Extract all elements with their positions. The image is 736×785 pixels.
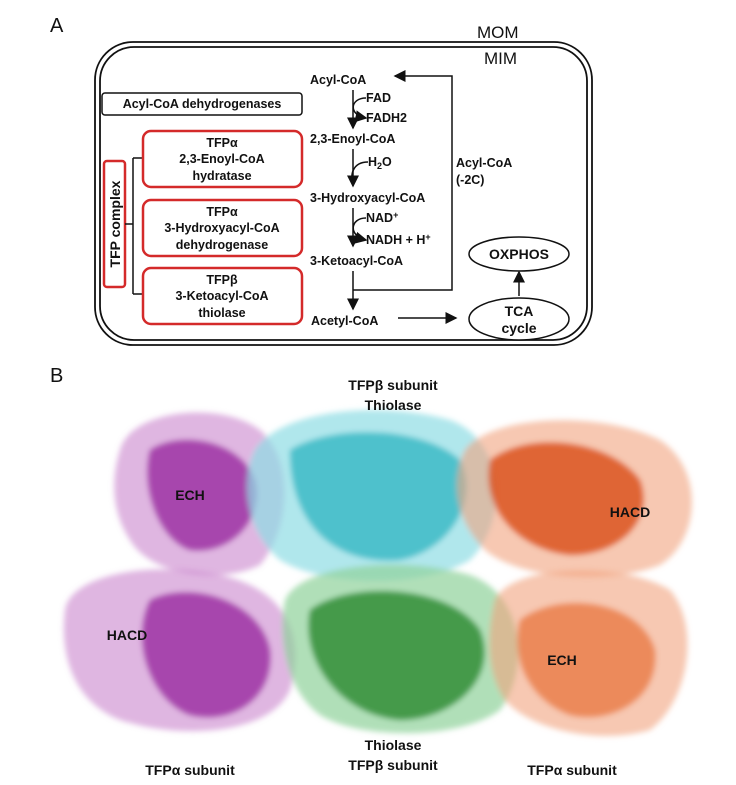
enzyme-dehydrogenase: TFPα 3-Hydroxyacyl-CoA dehydrogenase: [141, 198, 304, 258]
svg-text:hydratase: hydratase: [192, 169, 251, 183]
tfp-bracket: [125, 157, 143, 295]
protein-structure: [63, 410, 692, 736]
h2o: H2O: [368, 155, 392, 171]
ketoacyl-coa: 3-Ketoacyl-CoA: [310, 254, 403, 268]
acyl-coa-dehydrogenases-box: [101, 92, 303, 116]
acetyl-coa: Acetyl-CoA: [311, 314, 378, 328]
svg-text:thiolase: thiolase: [198, 306, 245, 320]
svg-text:2,3-Enoyl-CoA: 2,3-Enoyl-CoA: [179, 152, 264, 166]
left-subunit-label: TFPα subunit: [145, 762, 235, 778]
tca-label-2: cycle: [501, 320, 536, 336]
nadh: NADH + H+: [366, 232, 431, 247]
acyl-coa-dehydrogenases-label: Acyl-CoA dehydrogenases: [123, 97, 282, 111]
enzyme-thiolase: TFPβ 3-Ketoacyl-CoA thiolase: [141, 266, 304, 326]
top-thiolase-label: Thiolase: [365, 397, 422, 413]
mom-label: MOM: [477, 23, 519, 42]
oxphos-ellipse: [468, 236, 570, 272]
acyl-coa: Acyl-CoA: [310, 73, 366, 87]
svg-text:3-Ketoacyl-CoA: 3-Ketoacyl-CoA: [175, 289, 268, 303]
tca-label-1: TCA: [505, 303, 534, 319]
enoyl-coa: 2,3-Enoyl-CoA: [310, 132, 395, 146]
fad: FAD: [366, 91, 391, 105]
nad: NAD+: [366, 210, 398, 225]
hydroxyacyl-coa: 3-Hydroxyacyl-CoA: [310, 191, 425, 205]
hacd-top-right-label: HACD: [610, 504, 650, 520]
svg-text:3-Hydroxyacyl-CoA: 3-Hydroxyacyl-CoA: [164, 221, 279, 235]
fadh2: FADH2: [366, 111, 407, 125]
ech-bottom-right-label: ECH: [547, 652, 577, 668]
svg-text:TFPα: TFPα: [206, 136, 238, 150]
svg-text:TFPα: TFPα: [206, 205, 238, 219]
panel-a-label: A: [50, 15, 64, 37]
enzyme-hydratase: TFPα 2,3-Enoyl-CoA hydratase: [141, 129, 304, 189]
tfp-complex-label: TFP complex: [107, 180, 123, 267]
mim-label: MIM: [484, 49, 517, 68]
bottom-subunit-label: TFPβ subunit: [348, 757, 438, 773]
right-subunit-label: TFPα subunit: [527, 762, 617, 778]
bottom-thiolase-label: Thiolase: [365, 737, 422, 753]
hacd-bottom-left-label: HACD: [107, 627, 147, 643]
ech-top-left-label: ECH: [175, 487, 205, 503]
top-subunit-label: TFPβ subunit: [348, 377, 438, 393]
svg-text:TFPβ: TFPβ: [206, 273, 238, 287]
svg-text:dehydrogenase: dehydrogenase: [176, 238, 268, 252]
oxphos-label: OXPHOS: [489, 246, 549, 262]
inner-membrane: [99, 46, 588, 341]
panel-b-label: B: [50, 365, 63, 387]
pathway-arrows: [347, 70, 525, 324]
loop-label-2: (-2C): [456, 173, 484, 187]
loop-label-1: Acyl-CoA: [456, 156, 512, 170]
outer-membrane: [94, 41, 593, 346]
tca-ellipse: [468, 297, 570, 341]
